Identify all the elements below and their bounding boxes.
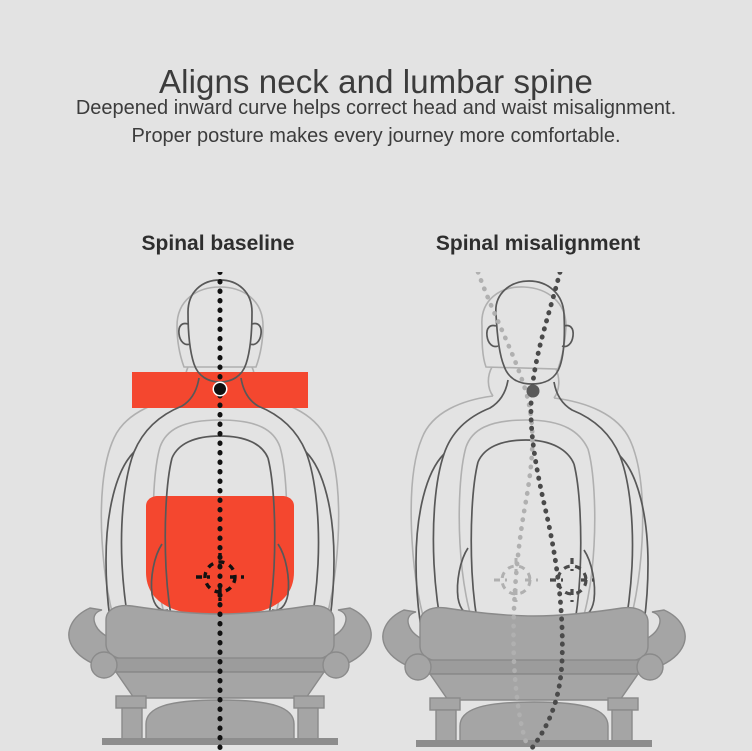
- page-subtitle: Deepened inward curve helps correct head…: [0, 94, 752, 151]
- lumbar-crosshair-marker: [196, 553, 244, 601]
- lumbar-crosshair-marker-light: [494, 558, 538, 602]
- seat-base: [68, 604, 372, 745]
- panel-label-spinal-misalignment: Spinal misalignment: [435, 232, 641, 255]
- panel-label-spinal-baseline: Spinal baseline: [141, 232, 295, 255]
- misalignment-line-secondary: [475, 272, 535, 745]
- page-title: Aligns neck and lumbar spine: [159, 63, 593, 101]
- subtitle-line-2: Proper posture makes every journey more …: [131, 125, 621, 148]
- neck-reference-dot: [526, 384, 540, 398]
- lumbar-crosshair-marker-dark: [550, 558, 594, 602]
- misalignment-line-primary: [528, 272, 565, 751]
- neck-reference-dot: [212, 381, 228, 397]
- diagram-spinal-baseline: [54, 272, 386, 751]
- diagram-spinal-misalignment: [374, 272, 706, 751]
- subtitle-line-1: Deepened inward curve helps correct head…: [75, 97, 677, 119]
- seat-base: [382, 606, 686, 747]
